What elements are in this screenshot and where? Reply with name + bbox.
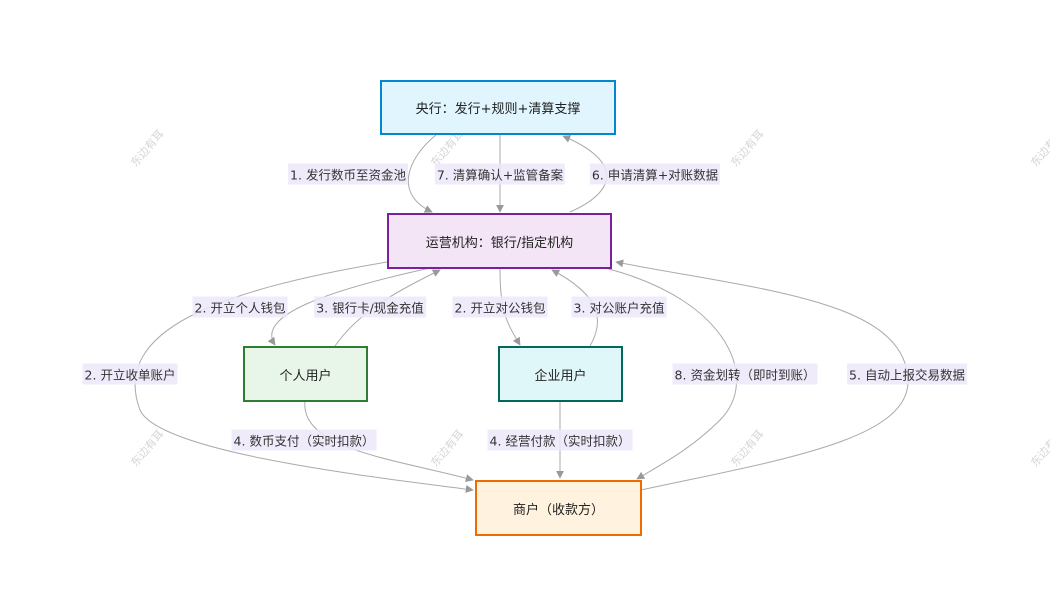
node-merchant: 商户（收款方） <box>475 480 642 536</box>
edge-label-business-pay: 4. 经营付款（实时扣款） <box>487 429 633 451</box>
edge-label-recharge-corporate: 3. 对公账户充值 <box>571 296 667 318</box>
node-personal-user: 个人用户 <box>243 346 368 402</box>
edge-label-issue: 1. 发行数币至资金池 <box>288 163 408 185</box>
node-central-bank: 央行：发行+规则+清算支撑 <box>380 80 616 135</box>
edge-label-report: 5. 自动上报交易数据 <box>847 363 967 385</box>
edge-label-apply-clearing: 6. 申请清算+对账数据 <box>589 163 721 185</box>
edge-personal-pay <box>304 400 474 482</box>
node-enterprise-user: 企业用户 <box>498 346 623 402</box>
edge-issue <box>407 133 438 213</box>
edge-label-recharge-personal: 3. 银行卡/现金充值 <box>314 296 426 318</box>
edge-label-open-corporate: 2. 开立对公钱包 <box>452 296 548 318</box>
node-operator: 运营机构：银行/指定机构 <box>387 213 612 269</box>
edge-label-confirm: 7. 清算确认+监管备案 <box>434 163 566 185</box>
edge-label-personal-pay: 4. 数币支付（实时扣款） <box>231 429 377 451</box>
edge-open-merchant <box>134 261 474 493</box>
edge-label-transfer: 8. 资金划转（即时到账） <box>672 363 818 385</box>
edge-label-open-personal: 2. 开立个人钱包 <box>192 296 288 318</box>
edge-label-open-merchant: 2. 开立收单账户 <box>82 363 178 385</box>
edge-open-personal <box>267 267 431 346</box>
edge-transfer <box>604 267 737 480</box>
